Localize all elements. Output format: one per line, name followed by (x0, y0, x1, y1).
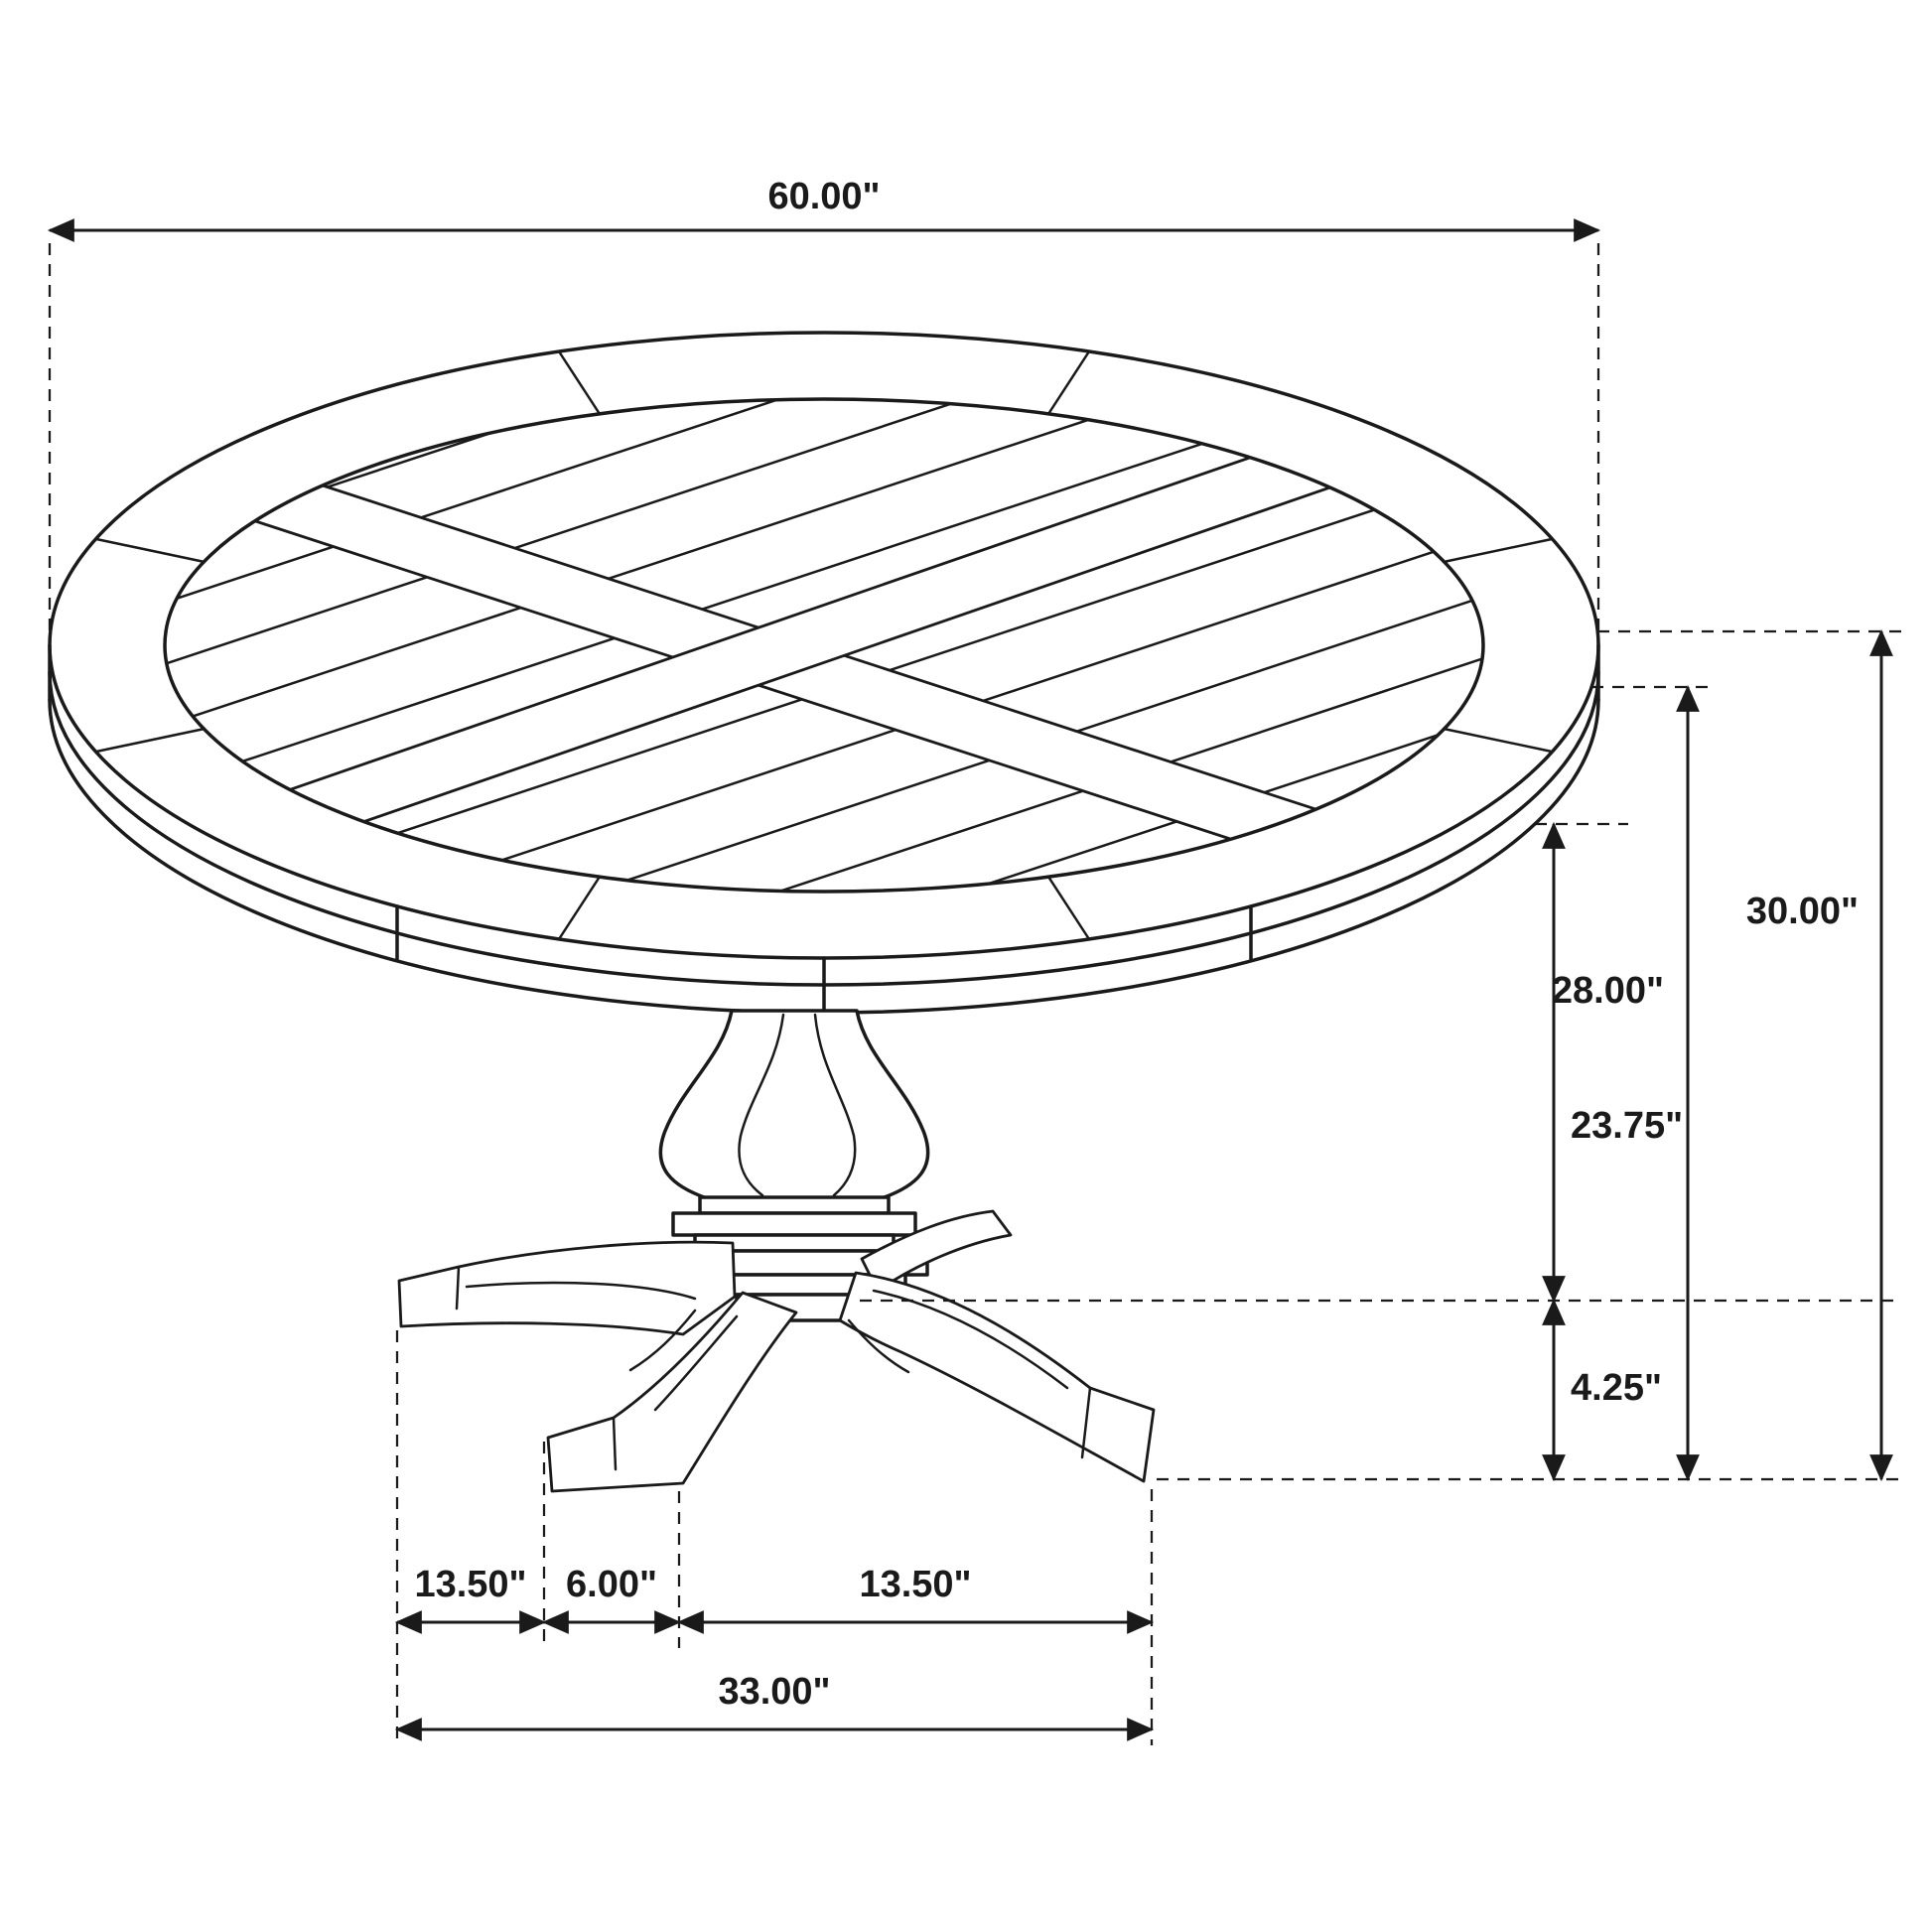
pedestal-vase-facet-right (813, 1013, 857, 1197)
base-leg-front-foot-edge (612, 1416, 618, 1471)
dim-base-total-width-label: 33.00" (718, 1671, 830, 1713)
rim-plank-joints (94, 349, 1554, 941)
dim-top-width: 60.00" (47, 176, 1601, 643)
dim-heights: 30.00" 28.00" 23.75" 4.25" (860, 628, 1901, 1482)
dim-clearance-height-label: 23.75" (1571, 1105, 1683, 1147)
tabletop-group (48, 331, 1600, 1015)
base-leg-right (838, 1271, 1156, 1483)
base-leg-right-ogee (872, 1289, 1069, 1390)
pedestal-group (658, 1009, 930, 1322)
tabletop-parquet-planks (165, 399, 1483, 892)
base-leg-left-foot-edge (455, 1265, 461, 1311)
dim-base-left-span-label: 13.50" (414, 1564, 526, 1605)
dim-top-width-label: 60.00" (767, 176, 880, 217)
dim-base-right-span-label: 13.50" (859, 1564, 971, 1605)
base-scroll-right (847, 1318, 910, 1374)
base-leg-right-foot-edge (1080, 1386, 1092, 1459)
base-scroll-left (628, 1309, 697, 1372)
base-leg-front-ogee (653, 1314, 739, 1412)
base-leg-left-ogee (465, 1281, 697, 1301)
pedestal-vase-facet-left (738, 1013, 785, 1197)
dim-base-spans: 13.50" 6.00" 13.50" 33.00" (394, 1330, 1155, 1745)
base-group (397, 1209, 1156, 1493)
base-leg-left (397, 1240, 737, 1336)
base-leg-back (860, 1209, 1013, 1293)
tabletop-inner-rim (163, 397, 1485, 894)
dim-overall-height-label: 30.00" (1746, 891, 1859, 932)
pedestal-vase (658, 1009, 930, 1200)
parquet-band-descending (165, 427, 1483, 892)
dim-underside-height-label: 28.00" (1552, 970, 1664, 1012)
dim-base-center-span-label: 6.00" (566, 1564, 657, 1605)
parquet-band-ascending (165, 399, 1483, 892)
dim-base-height-label: 4.25" (1571, 1367, 1662, 1409)
